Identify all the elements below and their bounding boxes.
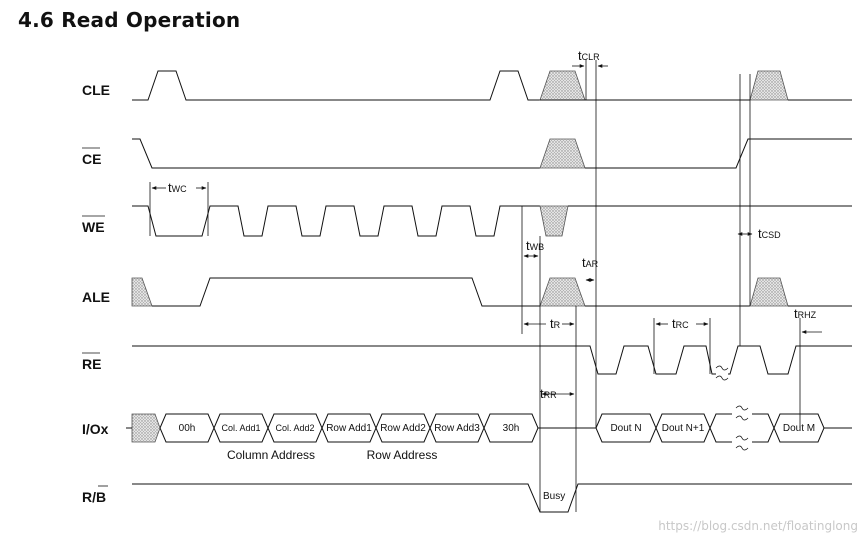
bus-label: Col. Add2	[275, 423, 314, 433]
ce-label: CE	[82, 151, 101, 167]
io-label: I/Ox	[82, 421, 109, 437]
bus-labels: 00h Col. Add1 Col. Add2 Row Add1 Row Add2 Row…	[179, 423, 520, 434]
tar-label: tAR	[582, 255, 599, 270]
bus-label: 30h	[503, 423, 520, 434]
section-title: 4.6 Read Operation	[18, 8, 241, 32]
bus-label: Row Add3	[434, 423, 480, 434]
tcsd-label: tCSD	[758, 226, 781, 241]
we-waveform	[132, 205, 852, 237]
bus-label: Col. Add1	[221, 423, 260, 433]
watermark-text: https://blog.csdn.net/floatinglong	[658, 519, 858, 533]
ale-waveform	[131, 277, 852, 307]
dout-n-label: Dout N	[610, 423, 641, 434]
cle-waveform	[132, 70, 852, 101]
twb-label: tWB	[526, 238, 544, 253]
io-bus	[126, 405, 852, 451]
we-label: WE	[82, 219, 105, 235]
dout-m-label: Dout M	[783, 423, 815, 434]
re-label: RE	[82, 356, 101, 372]
twc-label: tWC	[168, 180, 187, 195]
trhz-label: tRHZ	[794, 306, 817, 321]
dout-n1-label: Dout N+1	[662, 423, 705, 434]
timing-arrows	[151, 64, 822, 396]
timing-reference-lines	[149, 60, 801, 512]
row-address-caption: Row Address	[367, 448, 438, 462]
bus-label: Row Add1	[326, 423, 372, 434]
busy-label: Busy	[543, 491, 565, 502]
column-address-caption: Column Address	[227, 448, 315, 462]
ale-label: ALE	[82, 289, 110, 305]
bus-label: Row Add2	[380, 423, 426, 434]
trc-label: tRC	[672, 316, 689, 331]
re-waveform	[132, 345, 852, 381]
ce-waveform	[132, 138, 852, 169]
tclr-label: tCLR	[578, 48, 600, 63]
bus-label: 00h	[179, 423, 196, 434]
tr-label: tR	[550, 316, 561, 331]
trr-label: tRR	[540, 386, 557, 401]
rb-waveform	[132, 483, 852, 513]
rb-label: R/B	[82, 489, 106, 505]
cle-label: CLE	[82, 82, 110, 98]
